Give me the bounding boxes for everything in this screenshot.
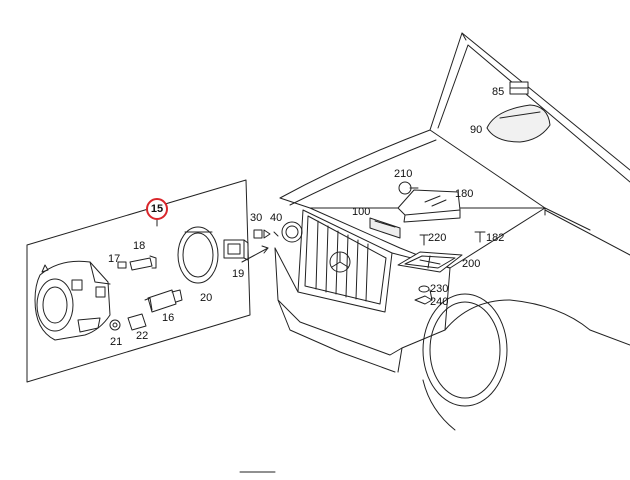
callout-210: 210	[394, 168, 413, 180]
callout-40: 40	[270, 212, 283, 224]
socket	[223, 239, 249, 261]
callout-22: 22	[136, 330, 149, 342]
callout-240: 240	[430, 296, 449, 308]
callout-180: 180	[455, 188, 474, 200]
callout-230: 230	[430, 283, 449, 295]
callout-17: 17	[108, 253, 121, 265]
callout-16: 16	[162, 312, 175, 324]
connector-small	[253, 229, 279, 239]
callout-18: 18	[133, 240, 146, 252]
callout-90: 90	[470, 124, 483, 136]
callout-20: 20	[200, 292, 213, 304]
headlight-ring	[177, 226, 219, 284]
callout-100: 100	[352, 206, 371, 218]
highlighted-callout-15[interactable]: 15	[146, 198, 168, 220]
headlight-housing	[34, 260, 111, 341]
highlighted-callout-label: 15	[150, 203, 164, 215]
callout-30: 30	[250, 212, 263, 224]
interior-lamp	[486, 81, 551, 143]
callout-220: 220	[428, 232, 447, 244]
vehicle-outline	[239, 32, 630, 473]
callout-200: 200	[462, 258, 481, 270]
bulb-main	[144, 289, 183, 313]
small-parts	[109, 313, 147, 331]
bulbs-small	[117, 255, 157, 271]
callout-21: 21	[110, 336, 123, 348]
callout-182: 182	[486, 232, 505, 244]
callout-85: 85	[492, 86, 505, 98]
callout-19: 19	[232, 268, 245, 280]
marker-lamp	[369, 181, 486, 305]
